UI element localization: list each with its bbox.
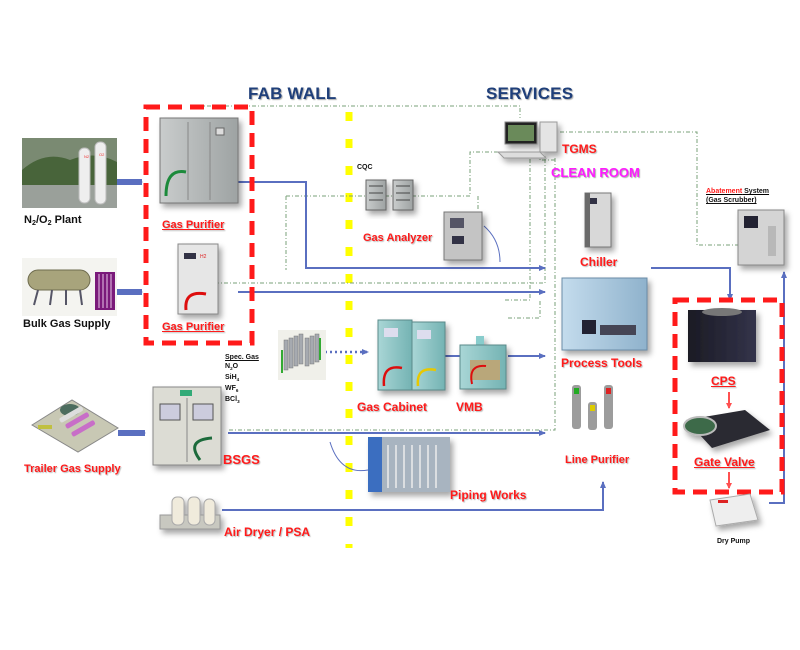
process-tools-label: Process Tools [561, 356, 643, 370]
process-tools-image [561, 277, 648, 351]
spec-gas-list: Spec. Gas N2O SiH4 WF6 BCl3 [225, 353, 259, 406]
air-dryer-label: Air Dryer / PSA [224, 525, 311, 539]
tgms-label: TGMS [562, 142, 597, 156]
dry-pump-label: Dry Pump [717, 538, 751, 545]
abatement-word: Abatement [706, 188, 743, 195]
dry-pump-image [709, 493, 759, 527]
fab-wall-header: FAB WALL [248, 84, 337, 103]
svg-text:O2: O2 [99, 152, 105, 157]
trailer-gas-supply-image [31, 399, 119, 453]
plant-label-sub-2: 2 [47, 219, 52, 227]
cqc-racks-image [365, 179, 414, 211]
gate-valve-label: Gate Valve [694, 455, 755, 469]
plant-label-word: Plant [51, 214, 82, 226]
gas-purifier-1-label: Gas Purifier [162, 219, 225, 231]
n2-o2-plant-image: N2 O2 [22, 138, 117, 208]
system-word: System [742, 188, 770, 195]
gate-valve-image [683, 410, 770, 448]
spec-gas-item: N2O [225, 363, 239, 371]
cylinder-rack-image [278, 330, 326, 380]
cps-image [688, 308, 756, 362]
spec-gas-title: Spec. Gas [225, 354, 259, 361]
gas-cabinet-image [377, 319, 446, 391]
vmb-label: VMB [456, 400, 483, 414]
svg-text:N2: N2 [84, 154, 90, 159]
gas-purifier-2-label: Gas Purifier [162, 321, 225, 333]
bulk-gas-tank-image [22, 258, 117, 316]
exhaust-group-box [672, 297, 785, 495]
gas-purifier-1-image [159, 117, 239, 204]
bsgs-label: BSGS [223, 452, 260, 467]
piping-works-image [368, 437, 450, 492]
line-purifier-label: Line Purifier [565, 454, 630, 466]
line-purifier-image [572, 385, 613, 430]
bulk-gas-supply-label: Bulk Gas Supply [23, 318, 111, 330]
spec-gas-item: SiH4 [225, 374, 240, 382]
tgms-computer-image [496, 121, 558, 159]
plant-label-sub-1: 2 [31, 219, 36, 227]
plant-label-o: /O [35, 214, 48, 226]
air-dryer-image [159, 496, 221, 530]
cps-label: CPS [711, 374, 736, 388]
clean-room-label: CLEAN ROOM [551, 165, 640, 180]
vmb-image [459, 336, 507, 390]
gas-purifier-2-image: H2 [177, 243, 219, 315]
gas-cabinet-label: Gas Cabinet [357, 400, 428, 414]
services-header: SERVICES [486, 84, 574, 103]
gas-analyzer-image [443, 211, 483, 261]
plant-label-n: N [24, 214, 32, 226]
abatement-system-label: Abatement System (Gas Scrubber) [706, 187, 769, 205]
gas-scrubber-label: (Gas Scrubber) [706, 197, 757, 204]
chiller-image [584, 192, 612, 248]
cqc-label: CQC [357, 164, 373, 171]
spec-gas-item: BCl3 [225, 396, 240, 404]
piping-works-label: Piping Works [450, 488, 527, 502]
n2-o2-plant-label: N2/O2 Plant [24, 214, 82, 227]
svg-text:H2: H2 [200, 254, 207, 260]
bsgs-image [152, 386, 222, 466]
chiller-label: Chiller [580, 255, 618, 269]
abatement-system-image [737, 209, 785, 266]
spec-gas-item: WF6 [225, 385, 239, 393]
purifier-group-box [143, 104, 255, 346]
trailer-gas-supply-label: Trailer Gas Supply [24, 463, 121, 475]
gas-analyzer-label: Gas Analyzer [363, 232, 433, 244]
